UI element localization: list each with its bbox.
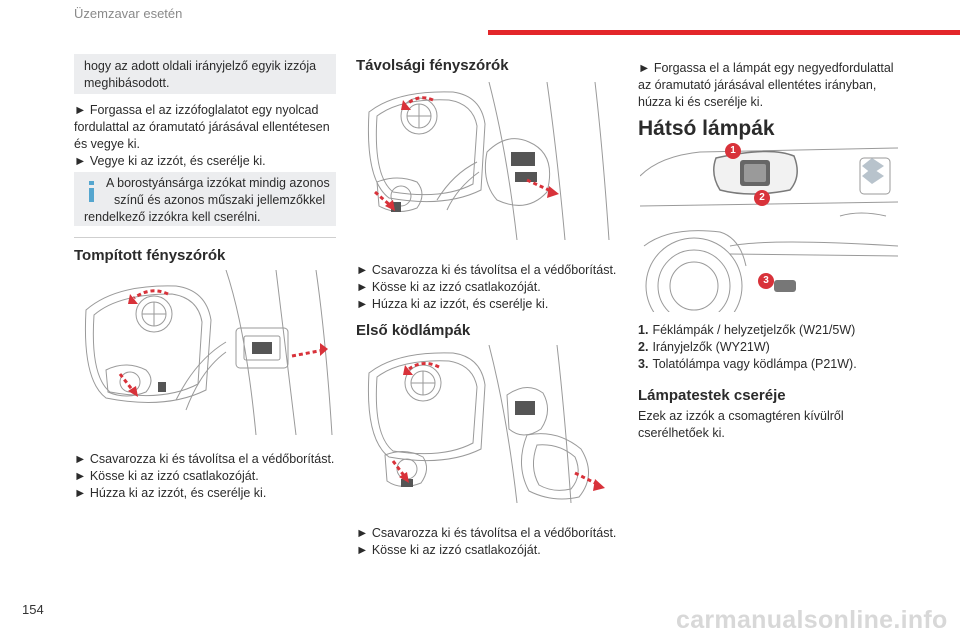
housing-replacement-title: Lámpatestek cseréje	[638, 387, 786, 404]
fog-lamps-title: Első ködlámpák	[356, 322, 471, 339]
info-note-text: A borostyánsárga izzókat mindig azonos s…	[74, 175, 336, 226]
legend-text: Féklámpák / helyzetjelzők (W21/5W)	[652, 323, 856, 337]
dipped-beam-illustration	[84, 270, 333, 435]
step-line: és vegye ki.	[74, 137, 141, 151]
step-line: ► Vegye ki az izzót, és cserélje ki.	[74, 154, 266, 168]
dipped-steps: ► Csavarozza ki és távolítsa el a védőbo…	[74, 451, 334, 502]
step-line: ► Kösse ki az izzó csatlakozóját.	[74, 469, 259, 483]
divider	[74, 237, 336, 238]
note-box-top: hogy az adott oldali irányjelző egyik iz…	[74, 54, 336, 94]
rear-lamps-legend: 1.Féklámpák / helyzetjelzők (W21/5W) 2.I…	[638, 322, 857, 373]
step-line: ► Csavarozza ki és távolítsa el a védőbo…	[356, 263, 617, 277]
step-line: az óramutató járásával ellentétes irányb…	[638, 78, 877, 92]
step-line: ► Forgassa el a lámpát egy negyedfordula…	[638, 61, 894, 75]
steps-top: ► Forgassa el az izzófoglalatot egy nyol…	[74, 102, 330, 170]
legend-item: 1.Féklámpák / helyzetjelzők (W21/5W)	[638, 322, 857, 339]
info-line: A borostyánsárga izzókat mindig azonos	[106, 176, 330, 190]
legend-text: Tolatólámpa vagy ködlámpa (P21W).	[652, 357, 857, 371]
legend-item: 2.Irányjelzők (WY21W)	[638, 339, 857, 356]
text-line: Ezek az izzók a csomagtéren kívülről	[638, 409, 844, 423]
fog-lamp-steps: ► Csavarozza ki és távolítsa el a védőbo…	[356, 525, 616, 559]
main-beam-title: Távolsági fényszórók	[356, 57, 509, 74]
step-line: ► Húzza ki az izzót, és cserélje ki.	[74, 486, 267, 500]
info-icon-bar	[89, 188, 94, 202]
info-icon	[89, 181, 94, 185]
fog-lamp-illustration	[367, 345, 605, 503]
col3-steps-top: ► Forgassa el a lámpát egy negyedfordula…	[638, 60, 894, 111]
step-line: ► Húzza ki az izzót, és cserélje ki.	[356, 297, 549, 311]
legend-num: 3.	[638, 357, 649, 371]
step-line: ► Kösse ki az izzó csatlakozóját.	[356, 543, 541, 557]
header-accent-bar	[488, 30, 960, 35]
watermark: carmanualsonline.info	[676, 606, 948, 634]
info-note-box	[74, 172, 336, 226]
info-line: rendelkező izzókra kell cserélni.	[84, 210, 261, 224]
legend-num: 2.	[638, 340, 649, 354]
step-line: ► Kösse ki az izzó csatlakozóját.	[356, 280, 541, 294]
housing-replacement-text: Ezek az izzók a csomagtéren kívülről cse…	[638, 408, 844, 442]
main-beam-steps: ► Csavarozza ki és távolítsa el a védőbo…	[356, 262, 616, 313]
note-line: hogy az adott oldali irányjelző egyik iz…	[84, 59, 317, 73]
step-line: húzza ki és cserélje ki.	[638, 95, 764, 109]
legend-text: Irányjelzők (WY21W)	[652, 340, 770, 354]
text-line: cserélhetőek ki.	[638, 426, 725, 440]
step-line: ► Csavarozza ki és távolítsa el a védőbo…	[356, 526, 617, 540]
step-line: ► Forgassa el az izzófoglalatot egy nyol…	[74, 103, 319, 117]
step-line: fordulattal az óramutató járásával ellen…	[74, 120, 330, 134]
step-line: ► Csavarozza ki és távolítsa el a védőbo…	[74, 452, 335, 466]
note-line: meghibásodott.	[84, 76, 170, 90]
rear-lamps-illustration	[640, 147, 898, 312]
dipped-beam-title: Tompított fényszórók	[74, 247, 226, 264]
rear-lamps-title: Hátsó lámpák	[638, 117, 775, 140]
legend-num: 1.	[638, 323, 649, 337]
page-number: 154	[22, 602, 44, 617]
main-beam-illustration	[367, 82, 610, 240]
section-title: Üzemzavar esetén	[74, 6, 183, 21]
info-line: színű és azonos műszaki jellemzőkkel	[114, 193, 326, 207]
legend-item: 3.Tolatólámpa vagy ködlámpa (P21W).	[638, 356, 857, 373]
callout-badge-2: 2	[754, 190, 770, 206]
callout-badge-3: 3	[758, 273, 774, 289]
callout-badge-1: 1	[725, 143, 741, 159]
